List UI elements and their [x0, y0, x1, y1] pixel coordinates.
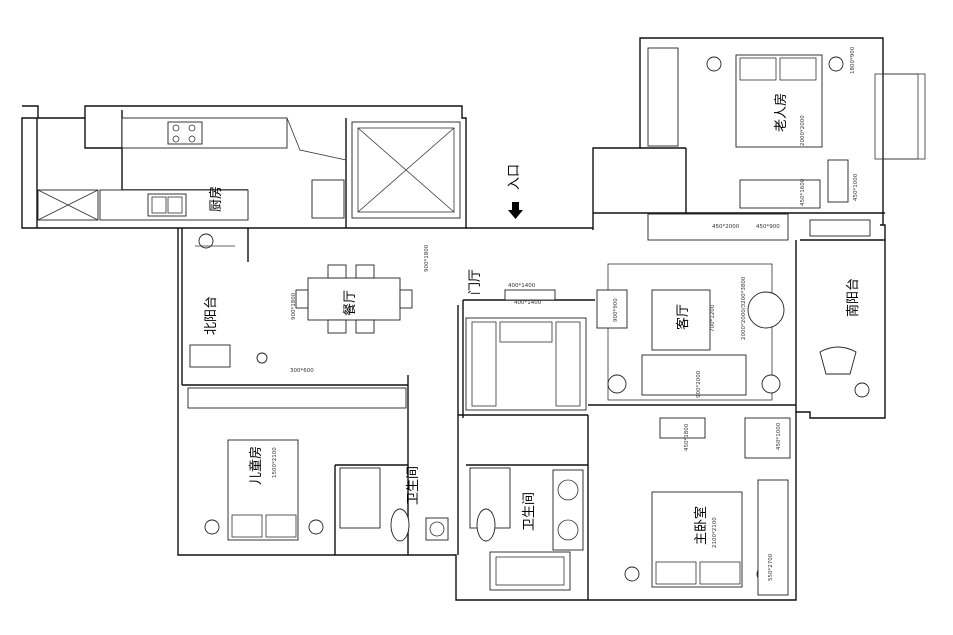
dim-master-top-1: 450*1800 [684, 423, 690, 451]
dim-master-top-2: 450*1000 [776, 422, 782, 450]
dim-elder-bed: 2000*2000 [800, 115, 806, 146]
dim-elder-side: 1800*900 [850, 46, 856, 74]
living-room-furniture [596, 213, 791, 459]
room-label-entrance: 入口 [507, 164, 522, 190]
dim-living-area: 2000*2000/3200*3800 [741, 276, 747, 340]
dim-living-top-1: 450*2000 [712, 224, 740, 230]
room-label-elder-room: 老人房 [773, 93, 789, 132]
room-label-bathroom-2: 卫生间 [522, 492, 537, 531]
room-label-foyer: 门厅 [468, 269, 483, 295]
dim-elder-wardrobe: 450*1600 [800, 178, 806, 206]
south-balcony-fixtures [809, 219, 871, 398]
room-label-living: 客厅 [675, 304, 691, 330]
room-label-bathroom-1: 卫生间 [406, 466, 421, 505]
dim-dining-bottom: 300*600 [290, 368, 314, 374]
interior-walls [122, 118, 885, 600]
elder-room-furniture [647, 47, 849, 209]
room-label-dining: 餐厅 [342, 290, 358, 316]
dim-children-bed: 1500*2100 [272, 447, 278, 478]
dim-master-bed: 2100*2100 [712, 517, 718, 548]
dim-dining-table: 900*1800 [291, 292, 297, 320]
bathroom-2-fixtures [469, 467, 584, 591]
dim-coffee-table: 700*1200 [710, 304, 716, 332]
room-label-children-room: 儿童房 [248, 446, 264, 485]
dim-foyer-cabinet-2: 400*1400 [514, 300, 542, 306]
dim-foyer-cabinet-1: 400*1400 [508, 283, 536, 289]
bathroom-1-fixtures [339, 467, 449, 542]
dim-living-top-2: 450*900 [756, 224, 780, 230]
master-bedroom-furniture [624, 479, 789, 596]
elevator-shaft [351, 121, 461, 219]
entrance-arrow-icon [508, 202, 523, 219]
room-label-north-balcony: 北阳台 [204, 296, 219, 335]
dim-sofa: 900*2000 [696, 370, 702, 398]
room-label-kitchen: 厨房 [208, 186, 224, 212]
room-label-master-bedroom: 主卧室 [693, 506, 709, 545]
dim-dining-right: 900*1800 [424, 244, 430, 272]
foyer-shoe-cabinet [465, 289, 587, 411]
north-balcony-fixtures [189, 233, 268, 368]
room-label-south-balcony: 南阳台 [845, 278, 861, 317]
dim-master-wardrobe: 550*2700 [768, 553, 774, 581]
dim-sofa-armchair: 900*900 [613, 298, 619, 322]
dim-elder-desk: 450*1000 [853, 173, 859, 201]
kitchen-fixtures [37, 117, 347, 221]
dining-table [295, 264, 413, 334]
children-room-furniture [187, 387, 407, 541]
